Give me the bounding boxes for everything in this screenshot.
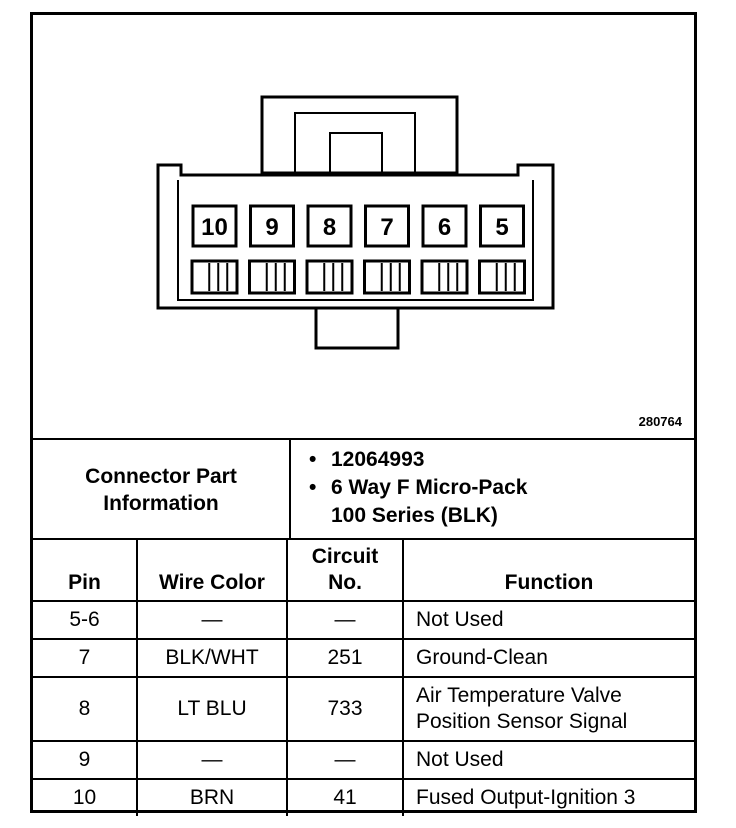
terminal-slot xyxy=(305,259,354,295)
terminal-slot xyxy=(478,259,526,295)
connector-diagram: 10 9 8 7 6 5 280764 xyxy=(33,15,694,438)
locking-tab-inner xyxy=(294,112,416,174)
header-circuit-line2: No. xyxy=(328,571,362,594)
connector-part-information: Connector Part Information 12064993 6 Wa… xyxy=(33,438,694,540)
cell-function-line2: Position Sensor Signal xyxy=(416,710,628,733)
pin-number-label: 8 xyxy=(323,214,336,241)
info-values: 12064993 6 Way F Micro-Pack 100 Series (… xyxy=(291,440,694,540)
figure-number: 280764 xyxy=(638,414,682,429)
cell-pin: 5-6 xyxy=(33,600,138,640)
part-number: 12064993 xyxy=(309,446,694,474)
terminal-slot xyxy=(363,259,411,295)
cell-function: Ground-Clean xyxy=(402,638,694,678)
connector-housing-inner xyxy=(177,180,534,301)
info-label: Connector Part Information xyxy=(33,440,291,540)
cell-pin: 8 xyxy=(33,676,138,742)
pin-cavity-10 xyxy=(191,204,238,248)
pin-number-label: 6 xyxy=(438,214,451,241)
pin-cavities: 10 9 8 7 6 5 xyxy=(190,204,526,295)
table-row: 8 LT BLU 733 Air Temperature Valve Posit… xyxy=(33,676,694,742)
pin-number-label: 10 xyxy=(201,214,228,241)
terminal-slot xyxy=(420,259,469,295)
connector-housing xyxy=(156,163,555,310)
pin-table: Pin Wire Color Circuit No. Function 5-6 … xyxy=(33,538,694,816)
pin-number-label: 5 xyxy=(495,214,508,241)
table-header-row: Pin Wire Color Circuit No. Function xyxy=(33,538,694,602)
cell-circuit: — xyxy=(286,600,404,640)
locking-tab-latch xyxy=(329,132,383,176)
pin-cavity-6 xyxy=(421,204,468,248)
pin-number-label: 7 xyxy=(380,214,393,241)
pin-cavity-5 xyxy=(479,204,525,248)
locking-tab xyxy=(260,95,459,175)
cell-circuit: 733 xyxy=(286,676,404,742)
pin-cavity-7 xyxy=(364,204,410,248)
terminal-slot xyxy=(190,259,239,295)
cell-pin: 7 xyxy=(33,638,138,678)
cell-function: Fused Output-Ignition 3 xyxy=(402,778,694,816)
table-row: 5-6 — — Not Used xyxy=(33,600,694,640)
cell-function: Air Temperature Valve Position Sensor Si… xyxy=(402,676,694,742)
cell-function: Not Used xyxy=(402,600,694,640)
header-pin: Pin xyxy=(33,538,138,602)
cell-wire-color: BRN xyxy=(136,778,288,816)
info-label-line1: Connector Part xyxy=(85,465,237,488)
table-row: 7 BLK/WHT 251 Ground-Clean xyxy=(33,638,694,678)
header-wire-color: Wire Color xyxy=(136,538,288,602)
bottom-key xyxy=(314,308,400,350)
header-circuit: Circuit No. xyxy=(286,538,404,602)
info-label-line2: Information xyxy=(103,492,219,515)
pin-number-label: 9 xyxy=(265,214,278,241)
cell-wire-color: — xyxy=(136,740,288,780)
cell-wire-color: BLK/WHT xyxy=(136,638,288,678)
table-row: 9 — — Not Used xyxy=(33,740,694,780)
pin-cavity-8 xyxy=(306,204,353,248)
connector-face-drawing: 10 9 8 7 6 5 xyxy=(156,95,555,350)
cell-function: Not Used xyxy=(402,740,694,780)
cell-wire-color: — xyxy=(136,600,288,640)
table-row: 10 BRN 41 Fused Output-Ignition 3 xyxy=(33,778,694,816)
header-function: Function xyxy=(402,538,694,602)
cell-circuit: — xyxy=(286,740,404,780)
header-circuit-line1: Circuit xyxy=(311,545,379,568)
pin-cavity-9 xyxy=(249,204,295,248)
cell-wire-color: LT BLU xyxy=(136,676,288,742)
cell-circuit: 41 xyxy=(286,778,404,816)
cell-function-line1: Air Temperature Valve xyxy=(416,684,622,707)
terminal-slot xyxy=(248,259,296,295)
cell-circuit: 251 xyxy=(286,638,404,678)
description-line1: 6 Way F Micro-Pack xyxy=(309,474,694,502)
description-line2: 100 Series (BLK) xyxy=(331,504,498,527)
cell-pin: 10 xyxy=(33,778,138,816)
cell-pin: 9 xyxy=(33,740,138,780)
